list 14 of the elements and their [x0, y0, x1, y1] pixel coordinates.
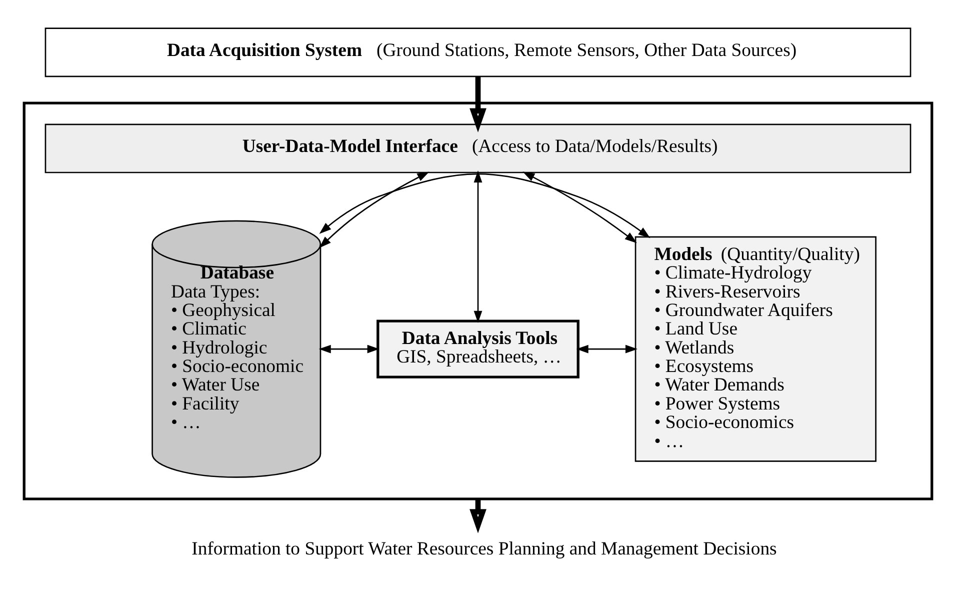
node-box: User-Data-Model Interface (Access to Data/Models/Results) — [44, 124, 912, 174]
arrow — [318, 344, 380, 354]
arrow — [522, 172, 637, 244]
arrow — [474, 170, 482, 323]
node-box: Data Analysis Tools GIS, Spreadsheets, … — [376, 320, 580, 378]
arrow — [576, 344, 638, 354]
arrow — [470, 76, 486, 132]
node-text: Information to Support Water Resources Planning and Management Decisions — [192, 538, 777, 560]
cluster — [22, 102, 934, 500]
arrow — [319, 172, 430, 248]
node-box: Models (Quantity/Quality) • Climate-Hydrology • Rivers-Reservoirs • Groundwater Aquifers • Land Use • Wetlands • Ecosystems • Water Demands • Power Systems • Socio-economics • … — [634, 236, 876, 462]
arrow — [319, 173, 650, 238]
node-box: Data Acquisition System (Ground Stations, Remote Sensors, Other Data Sources) — [44, 28, 912, 78]
arrow — [470, 498, 486, 534]
